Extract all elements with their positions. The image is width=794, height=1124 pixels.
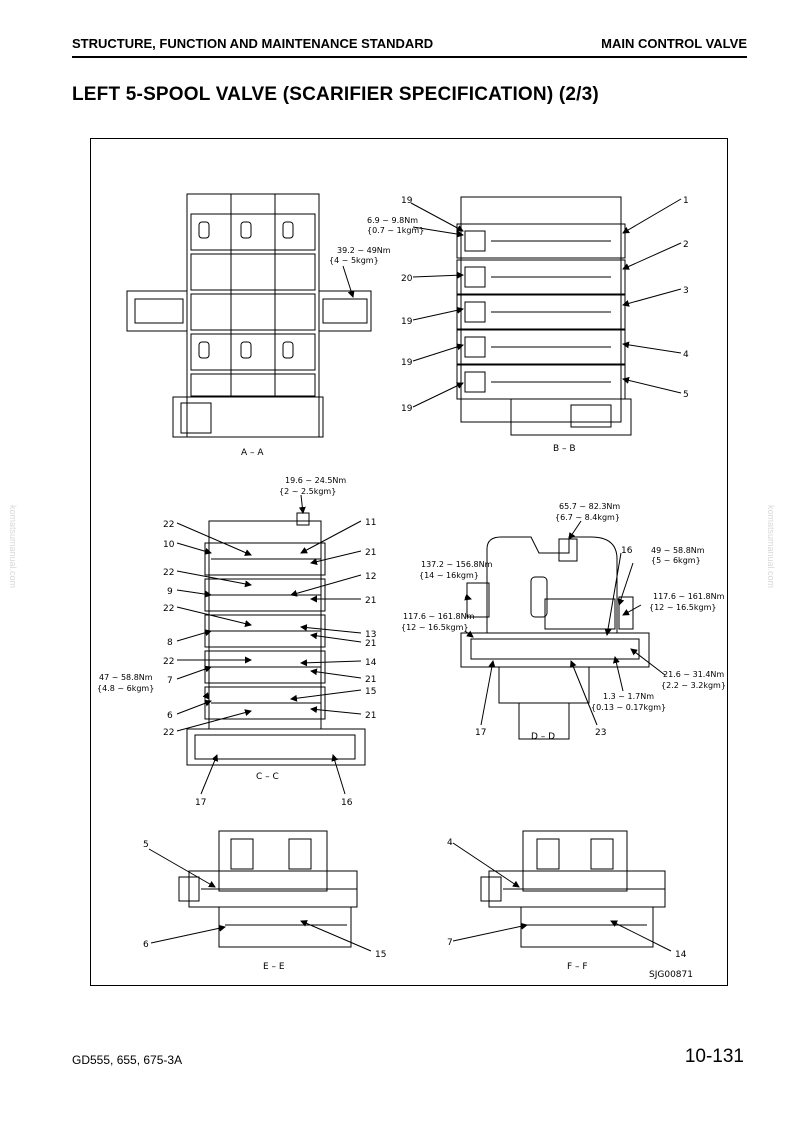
torque-dd-5: 117.6 ~ 161.8Nm [403,612,475,621]
callout: 13 [365,630,376,640]
torque-dd-2-kgm: {14 ~ 16kgm} [419,571,479,580]
callout: 10 [163,540,175,550]
callout: 21 [365,639,376,649]
view-c-c [176,494,366,795]
callout: 4 [683,350,689,360]
callout: 16 [341,798,353,808]
torque-dd-7-kgm: {0.13 ~ 0.17kgm} [591,703,666,712]
torque-dd-3: 49 ~ 58.8Nm [651,546,705,555]
page-header: STRUCTURE, FUNCTION AND MAINTENANCE STAN… [72,34,747,58]
torque-dd-1-kgm: {6.7 ~ 8.4kgm} [555,513,620,522]
view-label-e-e: E – E [263,962,285,972]
callout: 21 [365,596,376,606]
callout: 19 [401,317,413,327]
callout: 21 [365,675,376,685]
callout: 9 [167,587,173,597]
view-d-d [460,520,666,740]
callout: 19 [401,358,413,368]
torque-dd-6-kgm: {2.2 ~ 3.2kgm} [661,681,726,690]
view-label-c-c: C – C [256,772,279,782]
page-title: LEFT 5-SPOOL VALVE (SCARIFIER SPECIFICAT… [72,84,599,105]
callout: 6 [143,940,149,950]
view-label-b-b: B – B [553,444,576,454]
callout: 22 [163,568,174,578]
callout: 21 [365,711,376,721]
footer-page-number: 10-131 [684,1046,744,1067]
watermark-right: komatsumanual.com [766,505,776,589]
header-chapter-title: MAIN CONTROL VALVE [601,36,747,51]
view-label-a-a: A – A [241,448,264,458]
header-section-title: STRUCTURE, FUNCTION AND MAINTENANCE STAN… [72,36,434,51]
torque-bb-1-kgm: {0.7 ~ 1kgm} [367,226,424,235]
torque-bb-1: 6.9 ~ 9.8Nm [367,216,418,225]
torque-dd-3-kgm: {5 ~ 6kgm} [651,556,701,565]
torque-dd-4-kgm: {12 ~ 16.5kgm} [649,603,716,612]
view-f-f [452,830,672,952]
callout: 1 [683,196,689,206]
callout: 7 [167,676,173,686]
callout: 15 [365,687,376,697]
torque-aa-1-kgm: {4 ~ 5kgm} [329,256,379,265]
torque-dd-7: 1.3 ~ 1.7Nm [603,692,654,701]
torque-aa-1: 39.2 ~ 49Nm [337,246,391,255]
callout: 22 [163,520,174,530]
callout: 4 [447,838,453,848]
callout: 7 [447,938,453,948]
callout: 22 [163,728,174,738]
torque-cc-1: 19.6 ~ 24.5Nm [285,476,346,485]
callout: 21 [365,548,376,558]
view-label-f-f: F – F [567,962,588,972]
callout: 20 [401,274,413,284]
torque-cc-1-kgm: {2 ~ 2.5kgm} [279,487,336,496]
torque-dd-1: 65.7 ~ 82.3Nm [559,502,620,511]
callout: 3 [683,286,689,296]
view-label-d-d: D – D [531,732,555,742]
view-a-a [126,193,372,438]
callout: 19 [401,196,413,206]
callout: 19 [401,404,413,414]
callout: 16 [621,546,633,556]
callout: 12 [365,572,376,582]
view-b-b [410,196,682,436]
callout: 8 [167,638,173,648]
view-e-e [148,830,372,952]
torque-dd-5-kgm: {12 ~ 16.5kgm} [401,623,468,632]
callout: 11 [365,518,376,528]
callout: 2 [683,240,689,250]
torque-cc-2: 47 ~ 58.8Nm [99,673,153,682]
figure-frame: A – A B – B C – C D – D E – E F – F SJG0… [90,138,728,986]
watermark-left: komatsumanual.com [8,505,18,589]
footer-model: GD555, 655, 675-3A [72,1053,183,1067]
callout: 5 [143,840,149,850]
torque-dd-4: 117.6 ~ 161.8Nm [653,592,725,601]
valve-drawing: A – A B – B C – C D – D E – E F – F SJG0… [97,193,726,980]
callout: 22 [163,657,174,667]
callout: 22 [163,604,174,614]
torque-cc-2-kgm: {4.8 ~ 6kgm} [97,684,154,693]
callout: 17 [195,798,206,808]
callout: 23 [595,728,606,738]
torque-dd-6: 21.6 ~ 31.4Nm [663,670,724,679]
callout: 14 [365,658,377,668]
callout: 15 [375,950,386,960]
figure-code: SJG00871 [649,970,693,980]
callout: 17 [475,728,486,738]
torque-dd-2: 137.2 ~ 156.8Nm [421,560,493,569]
callout: 14 [675,950,687,960]
callout: 6 [167,711,173,721]
callout: 5 [683,390,689,400]
